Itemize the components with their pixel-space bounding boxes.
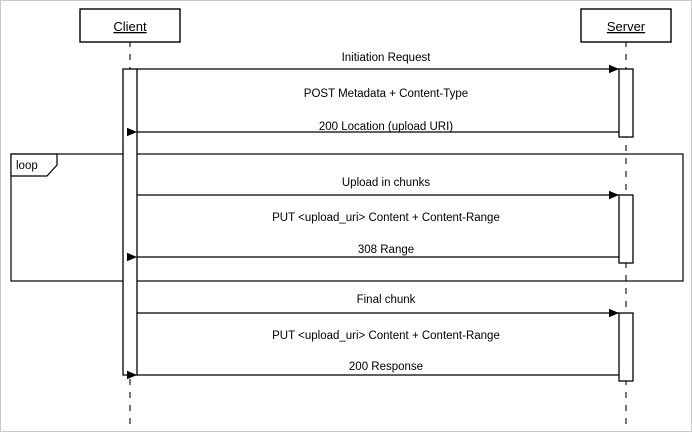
participant-server-label: Server [607, 19, 646, 34]
message-upload-in-chunks-label: Upload in chunks [342, 177, 430, 189]
message-308-range-label: 308 Range [358, 244, 414, 256]
participant-server-box[interactable] [580, 8, 672, 43]
message-put-chunk-label: PUT <upload_uri> Content + Content-Range [272, 212, 500, 224]
loop-fragment-label: loop [16, 160, 38, 172]
loop-fragment-box [10, 153, 684, 282]
message-200-response: 200 Response [127, 361, 619, 380]
message-put-chunk: PUT <upload_uri> Content + Content-Range [137, 190, 619, 224]
message-upload-in-chunks: Upload in chunks [342, 177, 430, 189]
participant-client-label: Client [113, 19, 147, 34]
participant-server[interactable]: Server [580, 8, 672, 43]
message-post-metadata-label: POST Metadata + Content-Type [304, 88, 468, 100]
message-final-chunk: Final chunk [357, 294, 416, 306]
loop-fragment-tab [10, 153, 58, 177]
message-put-final-chunk: PUT <upload_uri> Content + Content-Range [137, 308, 619, 342]
participant-client[interactable]: Client [79, 8, 181, 43]
message-200-location: 200 Location (upload URI) [127, 121, 619, 137]
server-activation-bar-3 [618, 312, 634, 382]
message-initiation-request-label: Initiation Request [342, 52, 432, 64]
message-200-location-label: 200 Location (upload URI) [319, 121, 453, 133]
client-activation-bar [122, 68, 138, 376]
message-put-final-chunk-label: PUT <upload_uri> Content + Content-Range [272, 330, 500, 342]
message-post-metadata: POST Metadata + Content-Type [137, 64, 619, 100]
message-308-range: 308 Range [127, 244, 619, 262]
message-200-response-label: 200 Response [349, 361, 423, 373]
loop-fragment: loop [10, 153, 684, 282]
message-initiation-request: Initiation Request [342, 52, 432, 64]
server-activation-bar-1 [618, 68, 634, 138]
message-final-chunk-label: Final chunk [357, 294, 416, 306]
participant-client-box[interactable] [79, 8, 181, 43]
activation-bars-group [122, 68, 634, 382]
server-activation-bar-2 [618, 194, 634, 264]
